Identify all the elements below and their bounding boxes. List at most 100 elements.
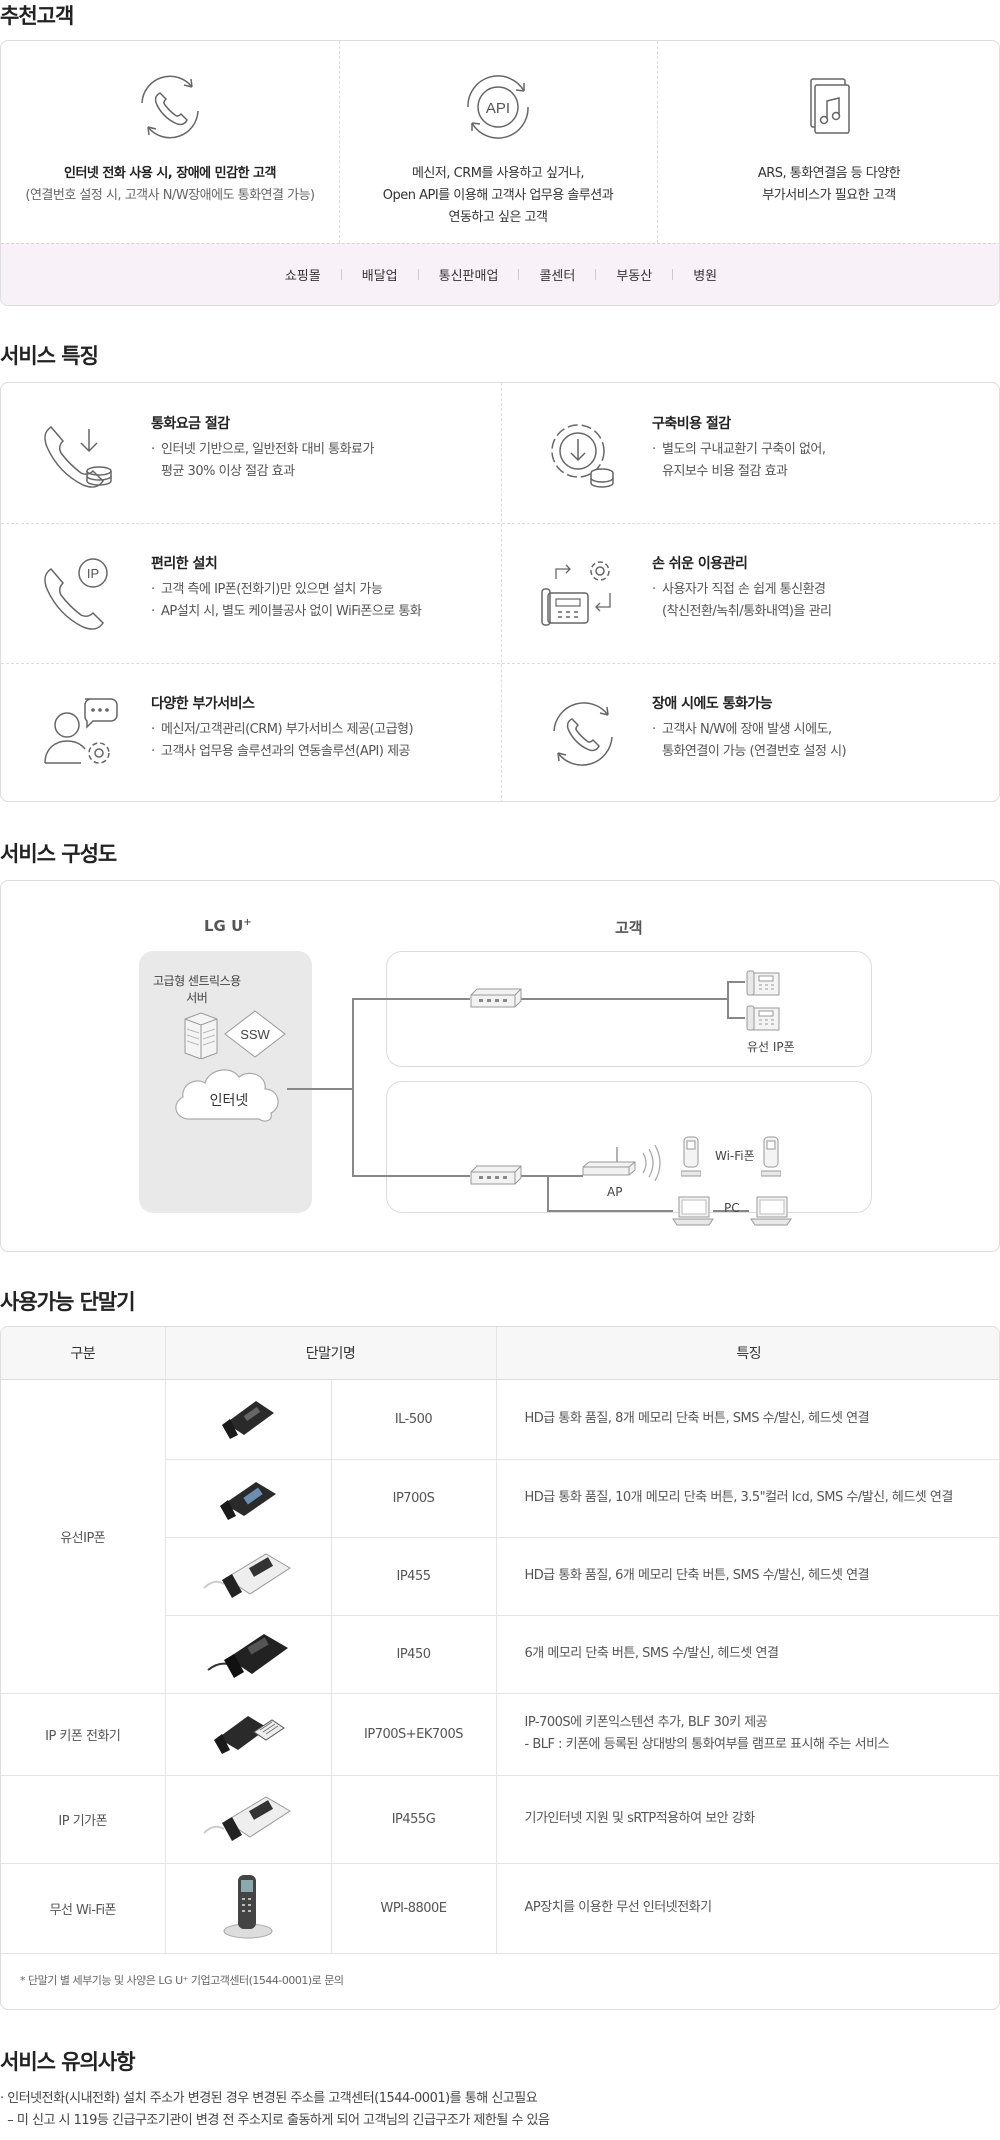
industry-item: 병원 (693, 269, 718, 284)
device-name: IP455G (330, 1775, 496, 1864)
devices-note: * 단말기 별 세부기능 및 사양은 LG U⁺ 기업고객센터(1544-000… (20, 1974, 344, 1987)
table-row: IP455 HD급 통화 품질, 6개 메모리 단축 버튼, SMS 수/발신,… (1, 1537, 999, 1616)
device-name: IP700S (330, 1459, 496, 1538)
devices-table-box: 구분 단말기명 특징 유선IP폰 IL-500 HD급 통화 품질, 8개 메모… (0, 1326, 1000, 2010)
device-feature: 6개 메모리 단축 버튼, SMS 수/발신, 헤드셋 연결 (495, 1615, 999, 1694)
wifi-phone-icon (681, 1136, 701, 1177)
table-row: 무선 Wi-Fi폰 WPI-8800E AP장치를 이용한 무선 인터넷전화기 (1, 1863, 999, 1954)
feature-failover: 장애 시에도 통화가능 고객사 N/W에 장애 발생 시에도,통화연결이 가능 … (502, 663, 999, 801)
feature-desc: AP설치 시, 별도 케이블공사 없이 WiFi폰으로 통화 (151, 601, 422, 623)
pc-icon (672, 1196, 714, 1226)
ssw-label: SSW (240, 1027, 270, 1042)
divider (1, 523, 999, 524)
device-name: IP455 (330, 1537, 496, 1616)
industry-item: 쇼핑몰 (284, 269, 321, 284)
device-feature-note: - BLF : 키폰에 등록된 상대방의 통화여부를 램프로 표시해 주는 서비… (524, 1737, 890, 1752)
desk-phone-icon (207, 1634, 288, 1678)
category-cell: IP 키폰 전화기 (1, 1693, 165, 1776)
phone-image (164, 1615, 331, 1694)
user-chat-gear-icon (44, 698, 118, 764)
internet-label: 인터넷 (210, 1092, 249, 1108)
recommend-col-2-line-3: 연동하고 싶은 고객 (448, 210, 548, 225)
recommend-col-3-line-2: 부가서비스가 필요한 고객 (762, 188, 896, 203)
lgu-label: LG U+ (204, 917, 252, 935)
phone-image (164, 1537, 331, 1616)
col-header: 특징 (495, 1327, 999, 1380)
ap-icon (582, 1147, 636, 1176)
desk-phone-icon (203, 1553, 291, 1598)
diagram-heading: 서비스 구성도 (0, 842, 117, 866)
phone-image (164, 1693, 331, 1776)
divider (1, 663, 999, 664)
pc-label: PC (724, 1201, 740, 1215)
device-feature: AP장치를 이용한 무선 인터넷전화기 (495, 1863, 999, 1954)
col-header: 구분 (1, 1327, 165, 1380)
industry-bar: 쇼핑몰 배달업 통신판매업 콜센터 부동산 병원 (1, 243, 999, 305)
music-file-icon (810, 78, 850, 134)
svg-text:API: API (486, 100, 510, 117)
feature-build-cost: 구축비용 절감 별도의 구내교환기 구축이 없어,유지보수 비용 절감 효과 (502, 383, 999, 523)
category-cell: 무선 Wi-Fi폰 (1, 1863, 165, 1954)
table-row: 유선IP폰 IL-500 HD급 통화 품질, 8개 메모리 단축 버튼, SM… (1, 1379, 999, 1694)
caution-heading: 서비스 유의사항 (0, 2050, 136, 2074)
device-feature: HD급 통화 품질, 6개 메모리 단축 버튼, SMS 수/발신, 헤드셋 연… (495, 1537, 999, 1616)
phone-cycle-icon (553, 702, 613, 766)
recommend-box: 인터넷 전화 사용 시, 장애에 민감한 고객 (연결번호 설정 시, 고객사 … (0, 40, 1000, 306)
ssw-icon: SSW (224, 1010, 286, 1058)
devices-table: 구분 단말기명 특징 유선IP폰 IL-500 HD급 통화 품질, 8개 메모… (1, 1327, 999, 1954)
wifi-phone-icon (223, 1875, 273, 1939)
device-name: IL-500 (330, 1379, 496, 1460)
recommend-col-1-title: 인터넷 전화 사용 시, 장애에 민감한 고객 (64, 166, 276, 181)
feature-addon: 다양한 부가서비스 메신저/고객관리(CRM) 부가서비스 제공(고급형) 고객… (1, 663, 500, 801)
switch-icon (470, 1165, 522, 1185)
feature-title: 통화요금 절감 (151, 416, 230, 432)
ap-label: AP (607, 1185, 623, 1199)
phone-image (164, 1459, 331, 1538)
desk-phone-icon (222, 1401, 274, 1439)
customer-wired-box (386, 951, 872, 1067)
industry-item: 통신판매업 (438, 269, 499, 284)
table-row: IP 키폰 전화기 IP700S+EK700S IP-700S에 키폰익스텐션 … (1, 1693, 999, 1776)
feature-easy-manage: 손 쉬운 이용관리 사용자가 직접 손 쉽게 통신환경(착신전환/녹취/통화내역… (502, 523, 999, 663)
switch-icon (470, 988, 522, 1008)
table-row: IP450 6개 메모리 단축 버튼, SMS 수/발신, 헤드셋 연결 (1, 1615, 999, 1694)
col-header: 단말기명 (164, 1327, 496, 1380)
recommend-heading: 추천고객 (0, 4, 74, 28)
svg-text:IP: IP (87, 566, 99, 581)
phone-image (164, 1379, 331, 1460)
caution-line: – 미 신고 시 119등 긴급구조기관이 변경 전 주소지로 출동하게 되어 … (0, 2113, 550, 2128)
industry-item: 부동산 (616, 269, 653, 284)
server-icon (184, 1012, 218, 1059)
customer-label: 고객 (615, 919, 643, 937)
phone-gear-icon (541, 561, 611, 626)
pc-icon (750, 1196, 792, 1226)
table-row: IP700S HD급 통화 품질, 10개 메모리 단축 버튼, 3.5"컬러 … (1, 1459, 999, 1538)
wifi-phone-icon (761, 1136, 781, 1177)
device-feature: HD급 통화 품질, 8개 메모리 단축 버튼, SMS 수/발신, 헤드셋 연… (495, 1379, 999, 1460)
divider (339, 41, 340, 243)
industry-item: 배달업 (361, 269, 398, 284)
divider (657, 41, 658, 243)
feature-title: 편리한 설치 (151, 556, 218, 572)
industry-item: 콜센터 (539, 269, 576, 284)
gear-coin-icon (551, 424, 614, 488)
recommend-col-1-sub: (연결번호 설정 시, 고객사 N/W장애에도 통화연결 가능) (25, 188, 315, 203)
device-name: WPI-8800E (330, 1863, 496, 1954)
device-name: IP450 (330, 1615, 496, 1694)
category-cell: 유선IP폰 (1, 1379, 165, 1694)
desk-phone-icon (203, 1796, 291, 1841)
device-feature: IP-700S에 키폰익스텐션 추가, BLF 30키 제공 (524, 1715, 768, 1730)
device-name: IP700S+EK700S (330, 1693, 496, 1776)
customer-wireless-box (386, 1081, 872, 1213)
phone-image (164, 1775, 331, 1864)
feature-desc: 고객사 N/W에 장애 발생 시에도,통화연결이 가능 (연결번호 설정 시) (652, 719, 847, 763)
wifi-phone-label: Wi-Fi폰 (715, 1149, 755, 1163)
phone-coin-icon (44, 426, 112, 488)
feature-title: 다양한 부가서비스 (151, 696, 255, 712)
phone-image (164, 1863, 331, 1954)
